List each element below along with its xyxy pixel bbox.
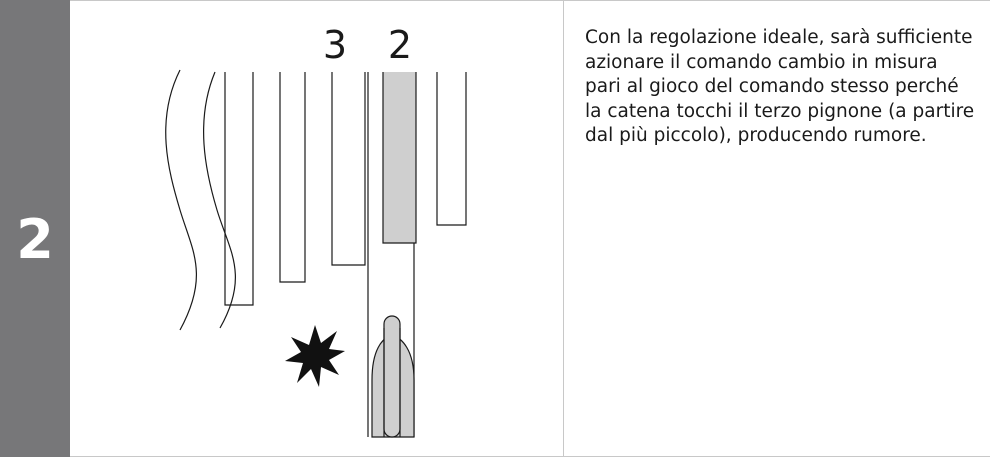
sprocket-label-3: 3 — [323, 23, 347, 67]
sprocket-second — [382, 72, 417, 244]
sprocket-second-highlight — [383, 72, 416, 243]
sprocket-largest — [224, 72, 254, 306]
break-line-inner — [203, 71, 236, 329]
chain-link — [383, 315, 401, 438]
top-divider — [70, 0, 990, 1]
sprocket-label-2: 2 — [388, 23, 412, 67]
derailleur-adjustment-illustration: 3 2 — [70, 0, 563, 457]
break-line-outer — [165, 69, 198, 331]
step-number-bar: 2 — [0, 0, 70, 457]
sprocket-smallest — [436, 72, 467, 226]
sprocket-fourth — [279, 72, 306, 283]
step-number: 2 — [16, 208, 54, 271]
noise-burst-icon — [285, 325, 345, 387]
column-divider — [563, 0, 564, 457]
illustration-drawing: 3 2 — [165, 23, 467, 438]
instruction-text: Con la regolazione ideale, sarà sufficie… — [585, 27, 975, 146]
sprocket-third — [331, 72, 366, 266]
